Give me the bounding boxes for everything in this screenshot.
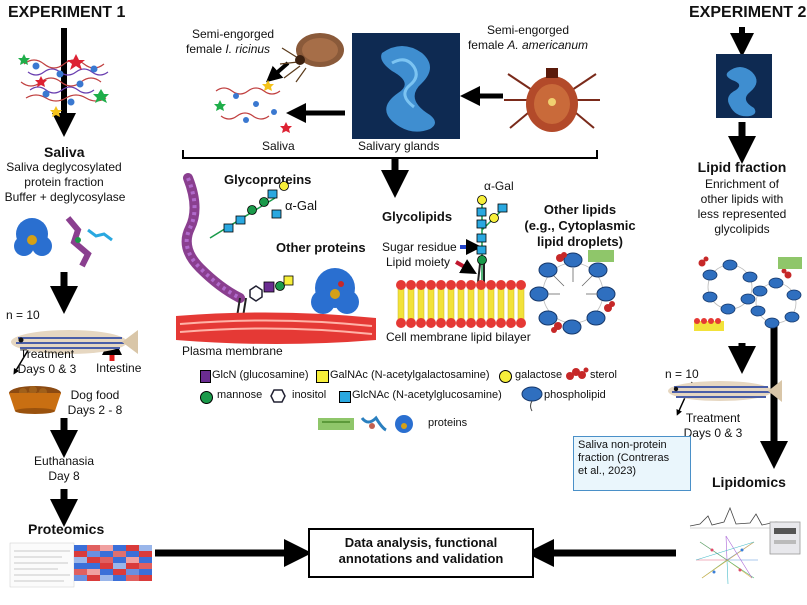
- saliva-box-line1: Saliva non-protein: [578, 439, 667, 451]
- other-proteins-image: [311, 268, 359, 314]
- exp2-treatment-line1: Treatment: [685, 411, 741, 425]
- lipidomics-instrument-image: [769, 521, 801, 555]
- tick-i-ricinus-image: [279, 33, 344, 83]
- zebrafish-exp1: [11, 330, 138, 354]
- lipid-pointer: [455, 259, 477, 274]
- proteins-legend-icons: [318, 415, 413, 433]
- legend-galactose-label: galactose: [515, 369, 563, 381]
- exp1-treatment-line2: Days 0 & 3: [17, 362, 77, 376]
- salivary-glands-image: [352, 33, 460, 139]
- tick1-label-line1: Semi-engorged: [192, 27, 275, 41]
- legend-glcn-swatch: [200, 370, 211, 383]
- legend-mannose-swatch: [200, 391, 213, 404]
- tick1-label-text: female I. ricinus: [186, 42, 271, 56]
- glycolipids-heading: Glycolipids: [382, 209, 453, 224]
- legend-inositol-label: inositol: [292, 389, 327, 401]
- exp1-proteins-image: [14, 216, 113, 268]
- tick1-label-line2: female I. ricinus: [186, 42, 271, 57]
- saliva-center-label: Saliva: [262, 139, 295, 153]
- euthanasia-line2: Day 8: [48, 469, 80, 483]
- tick-a-americanum-image: [504, 68, 600, 132]
- sugar-residue-label: Sugar residue: [382, 240, 457, 254]
- legend-galactose-swatch: [499, 370, 512, 383]
- saliva-desc-line2: protein fraction: [24, 175, 104, 189]
- inositol-icon: [270, 389, 286, 403]
- other-proteins-heading: Other proteins: [276, 240, 366, 255]
- lipid-desc-line4: glycolipids: [714, 222, 770, 236]
- experiment2-title: EXPERIMENT 2: [689, 4, 807, 21]
- legend-mannose-label: mannose: [217, 389, 263, 401]
- other-lipids-line2: (e.g., Cytoplasmic: [524, 218, 636, 233]
- alpha-gal-label-1: α-Gal: [285, 198, 318, 213]
- saliva-molecules-image: [18, 54, 109, 117]
- legend-phospholipid-label: phospholipid: [544, 389, 606, 401]
- zebrafish-exp2: [668, 380, 782, 402]
- legend-sterol-label: sterol: [590, 369, 617, 381]
- exp2-lipid-droplets-image: [694, 256, 802, 331]
- arrow-tick1-down: [265, 61, 290, 83]
- legend-galnac-swatch: [316, 370, 329, 383]
- salivary-glands-label: Salivary glands: [358, 139, 440, 153]
- tick2-label-line2: female A. americanum: [467, 38, 589, 52]
- experiment1-title: EXPERIMENT 1: [8, 4, 126, 21]
- sterol-icon: [566, 367, 589, 380]
- glycolipid-structure-image: [476, 195, 508, 283]
- euthanasia-line1: Euthanasia: [33, 454, 95, 468]
- lipid-desc-line3: less represented: [697, 207, 787, 221]
- final-line1: Data analysis, functional: [344, 535, 498, 550]
- other-lipids-line3: lipid droplets): [537, 234, 623, 249]
- dog-food-bowl-image: [9, 386, 61, 414]
- glycoproteins-heading: Glycoproteins: [224, 172, 312, 187]
- exp2-glands-image: [716, 54, 772, 118]
- exp1-treatment-line1: Treatment: [19, 347, 75, 361]
- phospholipid-icon: [521, 386, 543, 412]
- intestine-label: Intestine: [96, 361, 142, 375]
- plasma-membrane-image: [176, 312, 376, 344]
- exp1-n: n = 10: [6, 308, 40, 322]
- legend-galnac-label: GalNAc (N-acetylgalactosamine): [330, 369, 490, 381]
- lipidomics-network-image: [695, 535, 758, 585]
- proteomics-heatmap-image: [74, 545, 152, 581]
- lipid-bilayer-image: [396, 280, 526, 328]
- saliva-box-line2: fraction (Contreras: [578, 452, 670, 465]
- saliva-small-image: [214, 80, 292, 133]
- alpha-gal-label-2: α-Gal: [484, 179, 514, 193]
- dog-food-line2: Days 2 - 8: [67, 403, 123, 417]
- legend-glcn-label: GlcN (glucosamine): [212, 369, 309, 381]
- bracket: [182, 150, 598, 159]
- tick2-label-line1: Semi-engorged: [486, 23, 570, 37]
- glycoprotein-structure-image: [181, 173, 294, 324]
- lipid-fraction-heading: Lipid fraction: [697, 159, 787, 175]
- lipidomics-heading: Lipidomics: [712, 474, 786, 490]
- proteomics-heading: Proteomics: [28, 521, 105, 537]
- saliva-box-line3: et al., 2023): [578, 465, 637, 478]
- data-analysis-box: Data analysis, functional annotations an…: [308, 528, 534, 578]
- lipid-desc-line1: Enrichment of: [704, 177, 780, 191]
- saliva-desc-line1: Saliva deglycosylated: [6, 160, 122, 174]
- exp2-n: n = 10: [665, 367, 699, 381]
- saliva-heading: Saliva: [44, 144, 85, 160]
- exp2-treatment-line2: Days 0 & 3: [683, 426, 743, 440]
- saliva-non-protein-box: Saliva non-protein fraction (Contreras e…: [573, 436, 691, 491]
- lipid-droplet-image: [529, 250, 616, 335]
- legend-glcnac-swatch: [339, 391, 351, 403]
- proteomics-table-image: [9, 542, 75, 588]
- plasma-membrane-label: Plasma membrane: [182, 344, 283, 358]
- legend-glcnac-label: GlcNAc (N-acetylglucosamine): [352, 389, 502, 401]
- legend-proteins-label: proteins: [428, 417, 468, 429]
- lipid-moiety-label: Lipid moiety: [386, 255, 451, 269]
- lipid-desc-line2: other lipids with: [700, 192, 784, 206]
- other-lipids-line1: Other lipids: [543, 202, 617, 217]
- final-line2: annotations and validation: [338, 551, 504, 567]
- saliva-desc-line3: Buffer + deglycosylase: [4, 190, 126, 204]
- cell-membrane-label: Cell membrane lipid bilayer: [386, 330, 531, 344]
- dog-food-line1: Dog food: [70, 388, 120, 402]
